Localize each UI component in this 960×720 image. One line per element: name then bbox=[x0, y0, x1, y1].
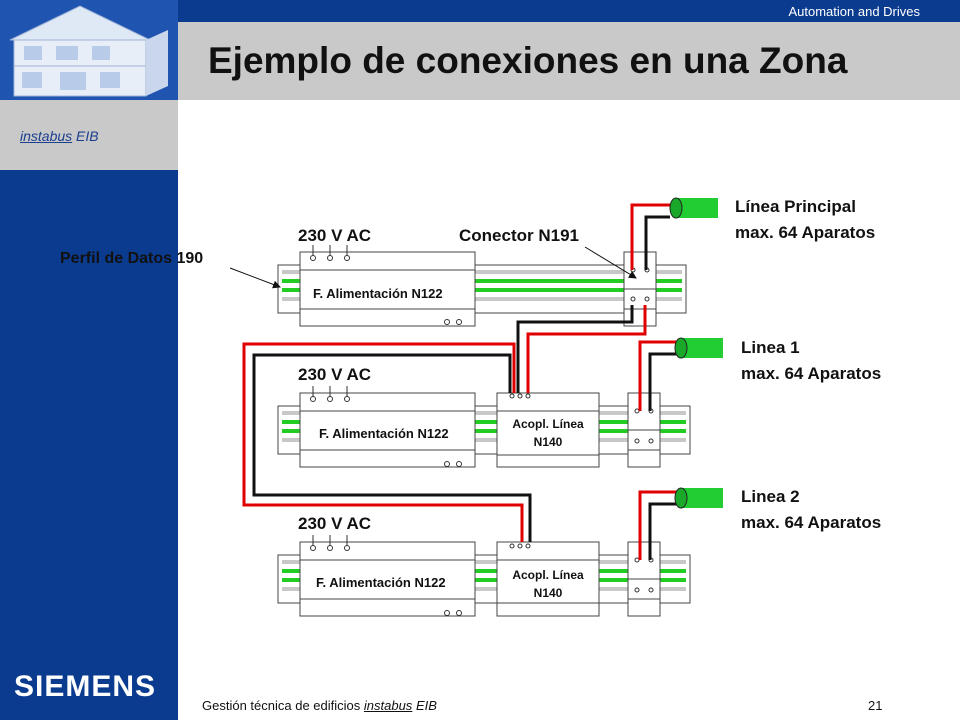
siemens-logo: SIEMENS bbox=[14, 670, 157, 703]
voltage-label-2: 230 V AC bbox=[298, 365, 371, 384]
voltage-label-1: 230 V AC bbox=[298, 226, 371, 245]
house-icon bbox=[0, 0, 178, 100]
psu-line-2 bbox=[299, 541, 476, 617]
page-number: 21 bbox=[868, 698, 883, 713]
coupler-line-2 bbox=[496, 541, 600, 617]
rail-line-2: F. Alimentación N122 Acopl. Línea N140 bbox=[277, 535, 691, 617]
page-title: Ejemplo de conexiones en una Zona bbox=[208, 40, 848, 81]
psu-line-2-label: F. Alimentación N122 bbox=[316, 575, 446, 590]
bus-wiring bbox=[242, 203, 677, 560]
wire-line1-red bbox=[638, 340, 677, 411]
psu-line-1 bbox=[299, 392, 476, 468]
footer-product-suffix: EIB bbox=[415, 698, 437, 713]
connector-label: Conector N191 bbox=[459, 226, 579, 245]
cable-main bbox=[669, 197, 718, 219]
data-rail-label: Perfil de Datos 190 bbox=[60, 250, 203, 267]
top-bar: Automation and Drives bbox=[178, 0, 960, 22]
coupler-line-1-label-a: Acopl. Línea bbox=[512, 417, 584, 431]
psu-line-1-terminals bbox=[310, 386, 462, 467]
wire-line1-black bbox=[648, 352, 677, 411]
psu-main bbox=[299, 251, 476, 327]
footer: Gestión técnica de edificios instabus EI… bbox=[202, 698, 437, 713]
wire-loop-red bbox=[242, 342, 524, 542]
wire-main-to-coupler1-black bbox=[516, 305, 634, 393]
voltage-label-3: 230 V AC bbox=[298, 514, 371, 533]
coupler-line-2-label-a: Acopl. Línea bbox=[512, 568, 584, 582]
product-badge: instabus EIB bbox=[0, 100, 178, 170]
rail-line-1: F. Alimentación N122 Acopl. Línea N140 bbox=[277, 386, 691, 468]
product-label: instabus EIB bbox=[20, 128, 99, 144]
rail-main-line: F. Alimentación N122 bbox=[277, 245, 687, 327]
product-name: instabus bbox=[20, 128, 73, 144]
line1-title: Linea 1 bbox=[741, 338, 800, 357]
house-illustration bbox=[0, 0, 178, 100]
footer-text: Gestión técnica de edificios bbox=[202, 698, 361, 713]
wire-line2-black bbox=[648, 502, 677, 560]
coupler-line-2-label-b: N140 bbox=[534, 586, 563, 600]
title-bar: Ejemplo de conexiones en una Zona bbox=[178, 22, 960, 100]
connector-arrow bbox=[584, 246, 637, 279]
cable-line-2 bbox=[674, 487, 723, 509]
cable-line-1 bbox=[674, 337, 723, 359]
wire-main-red bbox=[630, 203, 670, 270]
main-line-capacity: max. 64 Aparatos bbox=[735, 223, 875, 242]
wire-main-black bbox=[644, 215, 670, 270]
psu-main-terminals bbox=[310, 245, 462, 325]
psu-line-1-label: F. Alimentación N122 bbox=[319, 426, 449, 441]
wire-main-to-coupler1-red bbox=[526, 305, 647, 393]
data-rail-arrow bbox=[229, 267, 281, 289]
line1-capacity: max. 64 Aparatos bbox=[741, 364, 881, 383]
line2-title: Linea 2 bbox=[741, 487, 800, 506]
product-suffix: EIB bbox=[76, 128, 99, 144]
line2-capacity: max. 64 Aparatos bbox=[741, 513, 881, 532]
wire-line2-red bbox=[638, 490, 677, 560]
wire-loop-black bbox=[252, 353, 532, 542]
coupler-line-1-label-b: N140 bbox=[534, 435, 563, 449]
footer-product: instabus bbox=[363, 698, 413, 713]
main-line-title: Línea Principal bbox=[735, 197, 856, 216]
psu-main-label: F. Alimentación N122 bbox=[313, 286, 443, 301]
psu-line-2-terminals bbox=[310, 535, 462, 616]
org-label: Automation and Drives bbox=[788, 4, 920, 19]
